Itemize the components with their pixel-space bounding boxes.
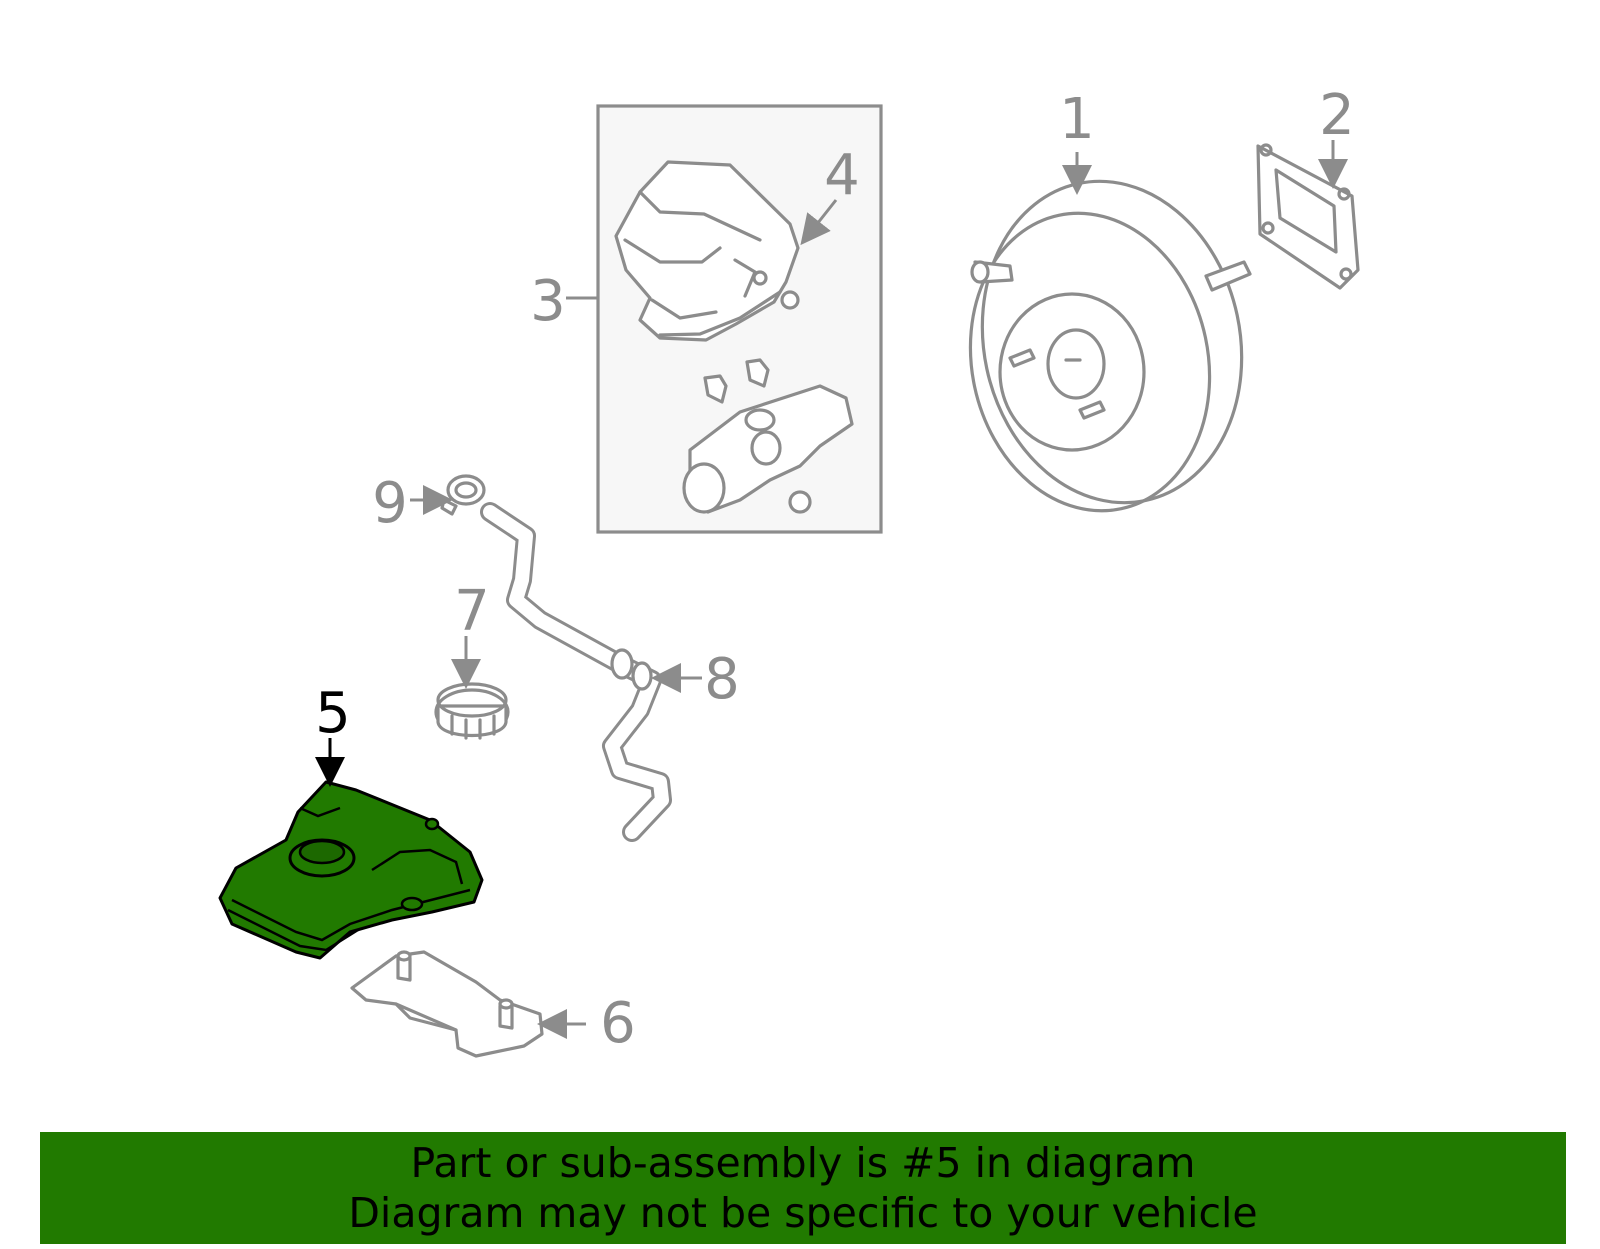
- callout-6: 6: [600, 991, 636, 1056]
- leader-lines: [315, 140, 1348, 1039]
- callout-5: 5: [315, 681, 351, 746]
- callout-7: 7: [454, 579, 490, 644]
- part-9-clamp[interactable]: [440, 474, 486, 516]
- banner-line-1: Part or sub-assembly is #5 in diagram: [410, 1139, 1196, 1187]
- part-6-bracket[interactable]: [350, 950, 544, 1058]
- part-2-gasket[interactable]: [1256, 143, 1360, 290]
- callout-3: 3: [530, 269, 566, 334]
- info-banner: Part or sub-assembly is #5 in diagram Di…: [40, 1132, 1566, 1244]
- master-cylinder-body: [682, 358, 854, 514]
- callout-1: 1: [1059, 87, 1095, 152]
- banner-line-2: Diagram may not be specific to your vehi…: [348, 1189, 1258, 1237]
- callout-9: 9: [372, 471, 408, 536]
- callout-2: 2: [1319, 83, 1355, 148]
- part-4-reservoir-top[interactable]: [614, 160, 800, 342]
- callout-4: 4: [824, 143, 860, 208]
- part-5-reservoir[interactable]: [218, 780, 484, 960]
- part-7-cap[interactable]: [434, 682, 510, 740]
- part-1-brake-booster[interactable]: [943, 157, 1270, 533]
- part-8-hose[interactable]: [480, 502, 672, 842]
- callout-8: 8: [704, 647, 740, 712]
